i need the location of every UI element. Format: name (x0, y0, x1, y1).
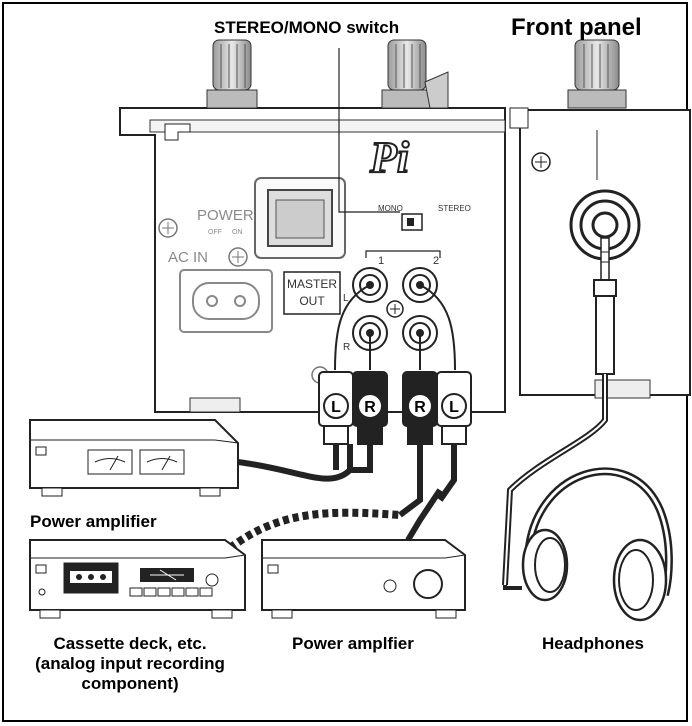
stereo-label: STEREO (438, 204, 471, 213)
rca-plug-3: R (402, 371, 438, 445)
switch-leader-line (338, 48, 400, 213)
cable-to-cassette-deck (227, 508, 401, 552)
knob-1 (206, 39, 258, 109)
mono-label: MONO (378, 204, 403, 213)
svg-text:R: R (414, 399, 426, 416)
power-amplifier-right-unit (261, 539, 466, 619)
knob-2 (381, 39, 449, 109)
master-label: MASTER (287, 277, 337, 291)
cassette-deck-label: Cassette deck, etc. (analog input record… (0, 634, 260, 694)
rca-plug-2: R (352, 371, 388, 445)
headphones-illustration (521, 467, 673, 622)
out-label: OUT (299, 294, 325, 308)
ac-in-label: AC IN (168, 249, 208, 266)
power-on-label: ON (232, 229, 243, 236)
rca-plug-4: L (436, 371, 472, 445)
cable-to-power-amp-left (237, 444, 353, 482)
svg-text:L: L (449, 399, 459, 416)
svg-text:L: L (331, 399, 341, 416)
cable-to-power-amp-right (405, 488, 443, 542)
headphones-label: Headphones (542, 634, 645, 653)
power-label: POWER (197, 207, 254, 224)
rca-plug-1: L (318, 371, 354, 445)
power-amplifier-right-label: Power amplfier (292, 634, 414, 653)
ch2-label: 2 (433, 255, 439, 267)
rca-jack-1l (352, 267, 388, 303)
cassette-label-line2: (analog input recording (35, 654, 225, 673)
power-amplifier-left-unit (29, 419, 239, 497)
cassette-deck-unit (29, 539, 246, 619)
power-off-label: OFF (208, 229, 222, 236)
stereo-mono-switch-label: STEREO/MONO switch (214, 18, 400, 37)
ch1-label: 1 (378, 255, 384, 267)
power-amplifier-left-label: Power amplifier (30, 512, 157, 531)
power-switch (254, 177, 346, 259)
front-panel-label: Front panel (511, 14, 642, 41)
brand-logo: Pi (369, 133, 410, 182)
ac-inlet (179, 269, 273, 333)
headphone-jack (569, 189, 641, 261)
right-channel-label: R (343, 342, 350, 353)
svg-text:R: R (364, 399, 376, 416)
cassette-label-line3: component) (81, 674, 179, 693)
left-channel-label: L (343, 293, 349, 304)
cassette-label-line1: Cassette deck, etc. (53, 634, 207, 653)
master-out-label-box (283, 271, 341, 315)
